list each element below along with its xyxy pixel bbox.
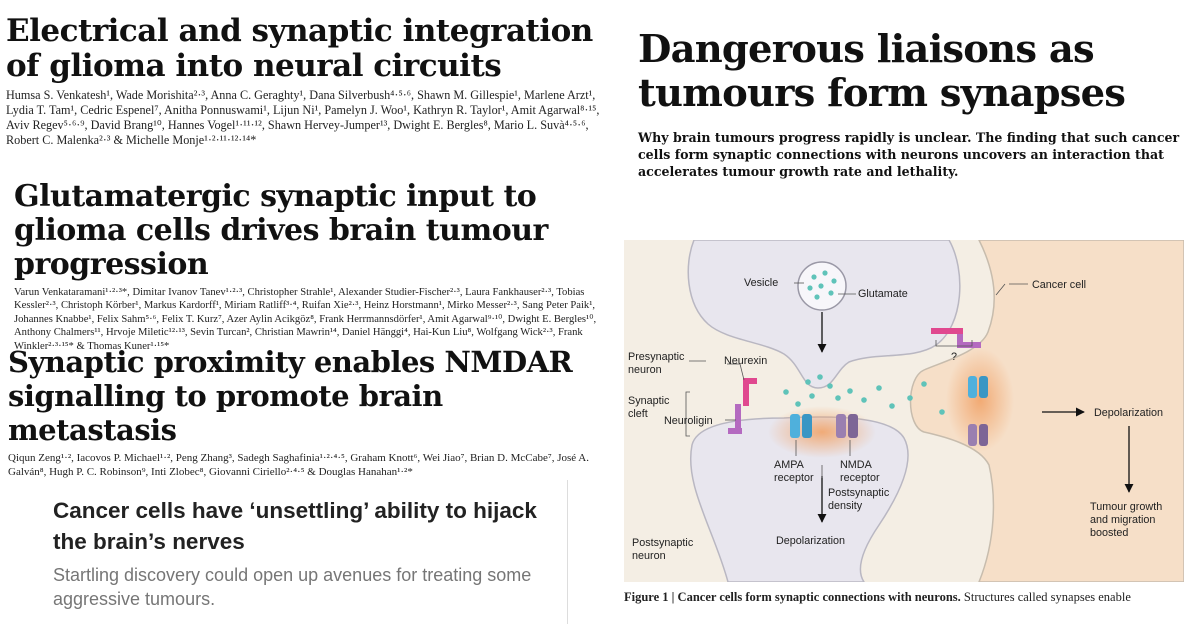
- paper-1: Electrical and synaptic integration of g…: [6, 14, 606, 148]
- cancer-density-glow: [946, 348, 1014, 452]
- neuroligin-cap: [728, 428, 742, 434]
- label-vesicle: Vesicle: [744, 277, 778, 289]
- cancer-nmda-receptor: [968, 424, 988, 446]
- label-neuroligin: Neuroligin: [664, 415, 713, 427]
- cleft-glutamate: [783, 374, 945, 415]
- neurexin-bar: [743, 378, 749, 406]
- cancer-ampa-receptor: [968, 376, 988, 398]
- label-depolarization-bottom: Depolarization: [776, 535, 845, 547]
- cancer-neuroligin-cap: [957, 342, 981, 348]
- paper-3: Synaptic proximity enables NMDAR signall…: [8, 345, 608, 479]
- postsynaptic-density-glow: [768, 406, 876, 458]
- figure-caption: Figure 1 | Cancer cells form synaptic co…: [624, 590, 1194, 605]
- paper-3-title: Synaptic proximity enables NMDAR signall…: [8, 345, 573, 447]
- cancer-neurexin: [931, 328, 963, 334]
- label-neurexin: Neurexin: [724, 355, 767, 367]
- paper-3-authors: Qiqun Zeng¹·², Iacovos P. Michael¹·², Pe…: [8, 452, 589, 478]
- paper-2-title: Glutamatergic synaptic input to glioma c…: [14, 179, 548, 282]
- label-glutamate: Glutamate: [858, 288, 908, 300]
- vesicle-glutamate: [807, 270, 837, 300]
- leader-lines: [685, 282, 1028, 478]
- label-cancer-cell: Cancer cell: [1032, 279, 1086, 291]
- paper-2-authors: Varun Venkataramani¹·²·³*, Dimitar Ivano…: [14, 287, 597, 352]
- cancer-cell: [909, 240, 1184, 582]
- label-question: ?: [951, 351, 957, 363]
- paper-1-authors: Humsa S. Venkatesh¹, Wade Morishita²·³, …: [6, 88, 600, 147]
- neuroligin-bar: [735, 404, 741, 434]
- feature-title: Dangerous liaisons as tumours form synap…: [638, 27, 1126, 116]
- cancer-neuroligin: [957, 334, 963, 348]
- news-subhead: Startling discovery could open up avenue…: [53, 565, 532, 609]
- paper-1-title: Electrical and synaptic integration of g…: [6, 13, 593, 84]
- feature-article: Dangerous liaisons as tumours form synap…: [638, 28, 1183, 180]
- caption-bold: Figure 1 | Cancer cells form synaptic co…: [624, 590, 961, 604]
- synapse-figure: Vesicle Glutamate Cancer cell Presynapti…: [624, 240, 1184, 582]
- neurexin-cap: [743, 378, 757, 384]
- ampa-receptor-shape: [790, 414, 812, 438]
- news-snippet: Cancer cells have ‘unsettling’ ability t…: [53, 495, 573, 611]
- nmda-receptor-shape: [836, 414, 858, 438]
- caption-rest: Structures called synapses enable: [960, 590, 1131, 604]
- news-divider: [567, 480, 568, 624]
- news-headline: Cancer cells have ‘unsettling’ ability t…: [53, 498, 537, 554]
- paper-2: Glutamatergic synaptic input to glioma c…: [14, 180, 606, 353]
- feature-standfirst: Why brain tumours progress rapidly is un…: [638, 130, 1180, 179]
- label-depolarization-right: Depolarization: [1094, 407, 1163, 419]
